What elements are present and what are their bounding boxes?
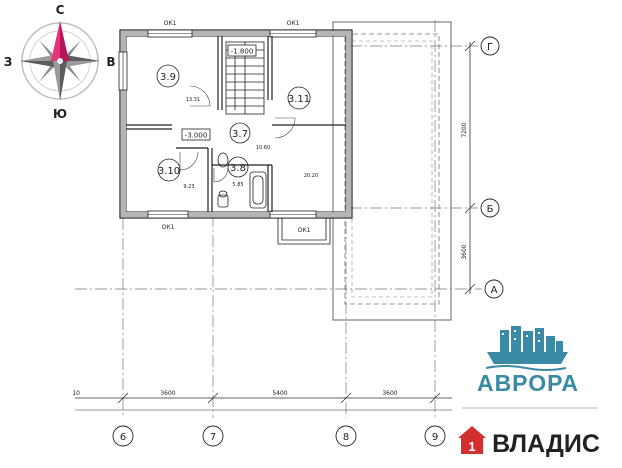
svg-text:6: 6 (120, 432, 126, 443)
room-area-3-8: 5.85 (232, 182, 243, 188)
level-mark-2: -3.000 (181, 128, 211, 141)
svg-text:-3.000: -3.000 (185, 132, 208, 140)
interior-walls (126, 36, 346, 212)
room-area-3-9: 13.31 (186, 97, 200, 103)
axis-marker-b: Б (480, 198, 500, 218)
vladis-badge-number: 1 (468, 439, 475, 454)
outer-walls (118, 29, 353, 219)
axis-lines (75, 20, 482, 418)
window-mark-top-right: ОК1 (287, 20, 300, 27)
balcony (277, 218, 331, 245)
aurora-brand-name: АВРОРА (477, 370, 579, 396)
aurora-logo: АВРОРА (477, 326, 579, 396)
axis-marker-8: 8 (335, 425, 357, 447)
dimension-7200: 7200 (461, 122, 468, 137)
compass-south: Ю (53, 107, 67, 121)
bath-fixtures (217, 152, 267, 209)
axis-marker-g: Г (480, 36, 500, 56)
svg-text:9: 9 (432, 432, 438, 443)
axis-marker-9: 9 (424, 425, 446, 447)
room-area-3-10: 9.23 (183, 184, 194, 190)
vladis-logo: 1 ВЛАДИС (458, 426, 600, 458)
compass-west: З (4, 55, 13, 69)
level-mark-1: -1.800 (227, 44, 257, 57)
svg-text:8: 8 (343, 432, 349, 443)
room-label-3-8: 3.8 (230, 163, 246, 174)
svg-text:А: А (491, 285, 498, 296)
room-area-3-7: 10.60 (256, 145, 270, 151)
svg-text:Б: Б (487, 204, 494, 215)
terrace-outline (332, 21, 452, 321)
svg-text:7: 7 (210, 432, 216, 443)
dimension-3600-right: 3600 (382, 390, 397, 397)
axis-marker-7: 7 (202, 425, 224, 447)
compass-north: С (56, 3, 65, 17)
room-rings (156, 64, 311, 182)
north-arrow-icon (51, 21, 60, 61)
vladis-brand-name: ВЛАДИС (492, 430, 600, 458)
room-area-3-11: 20.20 (304, 173, 318, 179)
svg-text:-1.800: -1.800 (231, 48, 254, 56)
room-label-3-7: 3.7 (232, 129, 248, 140)
room-label-3-10: 3.10 (158, 166, 180, 177)
room-label-3-9: 3.9 (160, 72, 176, 83)
vertical-dimension-line (464, 40, 476, 295)
dimension-5400: 5400 (272, 390, 287, 397)
room-label-3-11: 3.11 (288, 94, 310, 105)
window-mark-bottom-left: ОК1 (162, 224, 175, 231)
horizontal-dimension-line (75, 392, 452, 411)
dimension-10: 10 (72, 390, 80, 397)
window-mark-balcony: ОК1 (298, 227, 311, 234)
axis-marker-6: 6 (112, 425, 134, 447)
house-icon: 1 (458, 426, 486, 454)
svg-text:Г: Г (487, 42, 493, 53)
axis-marker-a: А (484, 279, 504, 299)
window-mark-top-left: ОК1 (164, 20, 177, 27)
dimension-3600-left: 3600 (160, 390, 175, 397)
ship-city-icon (485, 326, 568, 371)
dimension-3600-vertical: 3600 (461, 244, 468, 259)
compass-rose: С Ю З В (4, 3, 116, 121)
compass-east: В (106, 55, 115, 69)
